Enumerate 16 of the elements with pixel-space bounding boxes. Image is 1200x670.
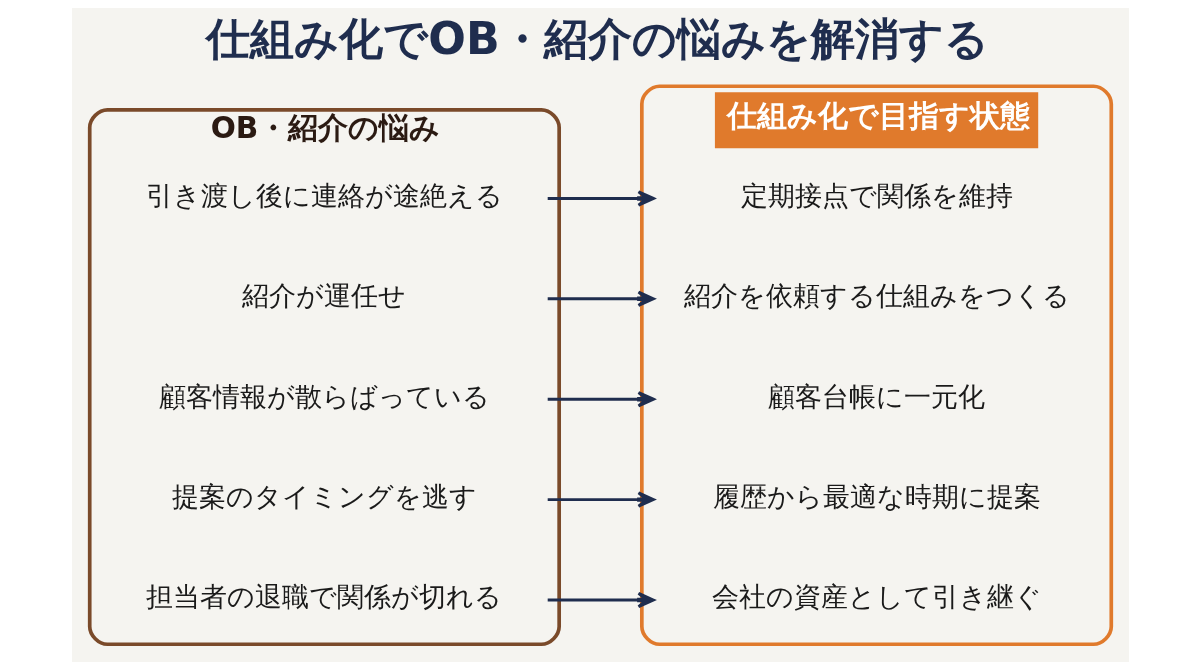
node-text: 会社の資産として引き継ぐ (711, 581, 1042, 613)
node-text: 担当者の退職で関係が切れる (145, 581, 502, 613)
node-text: 引き渡し後に連絡が途絶える (145, 179, 503, 211)
node-text: 紹介を依頼する仕組みをつくる (683, 280, 1070, 312)
arrow (547, 591, 655, 609)
node-text: 提案のタイミングを逃す (171, 481, 477, 513)
arrow (547, 491, 655, 508)
diagram-title: 仕組み化でOB・紹介の悩みを解消する (205, 12, 989, 64)
node-text: 履歴から最適な時期に提案 (712, 481, 1041, 513)
node-text: 顧客台帳に一元化 (767, 380, 985, 412)
node-text: 紹介が運任せ (241, 280, 406, 312)
node-text: 定期接点で関係を維持 (740, 179, 1013, 211)
arrow (547, 190, 655, 207)
arrow (547, 391, 655, 408)
node-text: 顧客情報が散らばっている (158, 380, 490, 412)
arrow (547, 290, 655, 307)
